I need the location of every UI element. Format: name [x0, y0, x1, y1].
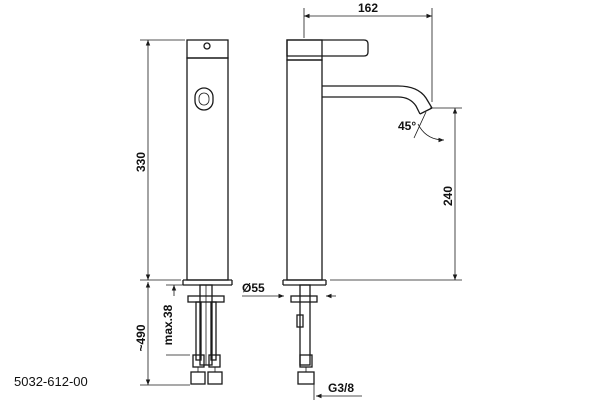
side-stud — [299, 284, 311, 366]
side-body — [286, 59, 323, 281]
label-490: ~490 — [134, 324, 148, 351]
front-handle-dot — [203, 42, 211, 50]
front-fitting-right — [207, 371, 223, 385]
label-240: 240 — [441, 186, 455, 206]
side-washer — [290, 295, 318, 303]
label-g38: G3/8 — [328, 381, 354, 395]
product-code: 5032-612-00 — [14, 374, 88, 389]
aerator-outer — [194, 87, 214, 111]
dim-330: 330 — [134, 39, 185, 281]
front-nut-left — [192, 354, 205, 368]
dim-max38: max.38 — [161, 284, 190, 356]
side-nut — [296, 314, 304, 328]
front-fitting-left — [190, 371, 206, 385]
spout-top — [322, 85, 433, 109]
side-handle-cap — [286, 39, 323, 61]
dim-55: Ø55 — [242, 281, 336, 299]
front-nut-right — [208, 354, 221, 368]
dim-490: ~490 — [134, 282, 190, 386]
dim-45: 45° — [398, 111, 445, 143]
spout-bottom — [322, 96, 421, 115]
side-handle-lever — [286, 39, 369, 57]
side-view — [282, 39, 433, 385]
front-body — [186, 57, 229, 281]
label-max38: max.38 — [161, 304, 175, 345]
front-view — [182, 39, 233, 385]
front-hose-right — [210, 301, 217, 361]
dim-240: 240 — [330, 107, 462, 281]
label-330: 330 — [134, 152, 148, 172]
label-d55: Ø55 — [242, 281, 265, 295]
aerator-inner — [198, 92, 210, 106]
dim-162: 162 — [303, 1, 433, 102]
front-hose-left — [195, 301, 202, 361]
label-162: 162 — [358, 1, 378, 15]
label-45: 45° — [398, 119, 416, 133]
side-fitting — [297, 371, 315, 385]
dim-g38: G3/8 — [313, 381, 362, 400]
